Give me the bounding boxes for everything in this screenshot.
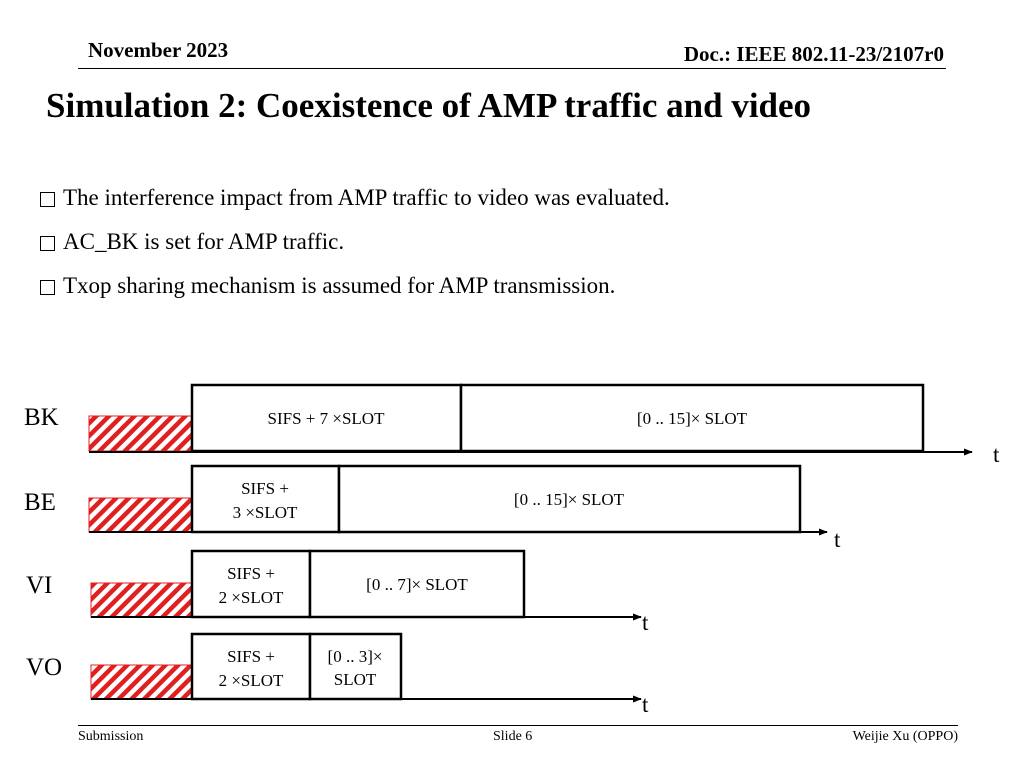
- vi-aifs-text-line1: SIFS +: [227, 564, 275, 583]
- bk-label: BK: [24, 404, 59, 431]
- vo-aifs-text-line2: 2 ×SLOT: [219, 671, 284, 690]
- header-divider: [78, 68, 946, 69]
- header-doc-id: Doc.: IEEE 802.11-23/2107r0: [683, 42, 944, 66]
- vo-axis-label: t: [642, 692, 649, 717]
- footer-slide-number: Slide 6: [493, 729, 533, 744]
- bk-backoff-text: [0 .. 15]× SLOT: [637, 409, 748, 428]
- vi-label: VI: [26, 572, 52, 599]
- checkbox-bullet-icon: [40, 235, 55, 251]
- bk-axis-label: t: [993, 442, 1000, 467]
- vo-row: VO SIFS + 2 ×SLOT [0 .. 3]× SLOT t: [26, 632, 649, 717]
- slide-title: Simulation 2: Coexistence of AMP traffic…: [46, 86, 812, 125]
- be-backoff-text: [0 .. 15]× SLOT: [514, 490, 625, 509]
- vo-aifs-text-line1: SIFS +: [227, 647, 275, 666]
- vo-backoff-text-line1: [0 .. 3]×: [328, 647, 383, 666]
- bullet-item: The interference impact from AMP traffic…: [40, 176, 670, 220]
- be-axis-label: t: [834, 527, 841, 552]
- vo-hatched-busy-block: [90, 664, 194, 700]
- bullet-text: Txop sharing mechanism is assumed for AM…: [63, 273, 616, 298]
- bk-aifs-text: SIFS + 7 ×SLOT: [268, 409, 386, 428]
- vi-row: VI SIFS + 2 ×SLOT [0 .. 7]× SLOT t: [26, 549, 649, 635]
- bk-aifs-box: [190, 383, 463, 453]
- be-backoff-box: [337, 464, 802, 534]
- vo-backoff-box: [308, 632, 403, 701]
- be-row: BE SIFS + 3 ×SLOT [0 .. 15]× SLOT t: [24, 464, 841, 552]
- footer-author: Weijie Xu (OPPO): [852, 729, 958, 744]
- bk-hatched-busy-block: [88, 415, 194, 452]
- be-aifs-text-line2: 3 ×SLOT: [233, 503, 298, 522]
- checkbox-bullet-icon: [40, 191, 55, 207]
- vi-aifs-box: [190, 549, 312, 619]
- header-date: November 2023: [88, 38, 229, 62]
- vi-hatched-busy-block: [90, 582, 194, 618]
- be-hatched-busy-block: [88, 497, 194, 533]
- bk-row: BK SIFS + 7 ×SLOT [0 .. 15]× SLOT t: [24, 383, 1000, 467]
- footer-divider: [78, 725, 958, 726]
- bullet-item: AC_BK is set for AMP traffic.: [40, 220, 670, 264]
- footer-submission: Submission: [78, 729, 144, 744]
- bullet-text: The interference impact from AMP traffic…: [63, 185, 670, 210]
- be-aifs-text-line1: SIFS +: [241, 479, 289, 498]
- vi-aifs-text-line2: 2 ×SLOT: [219, 588, 284, 607]
- vo-label: VO: [26, 654, 62, 681]
- vi-backoff-text: [0 .. 7]× SLOT: [366, 575, 468, 594]
- bullet-text: AC_BK is set for AMP traffic.: [63, 229, 345, 254]
- bullet-item: Txop sharing mechanism is assumed for AM…: [40, 264, 670, 308]
- vi-backoff-box: [308, 549, 526, 619]
- bk-backoff-box: [459, 383, 925, 453]
- vo-backoff-text-line2: SLOT: [334, 670, 377, 689]
- be-aifs-box: [190, 464, 341, 534]
- checkbox-bullet-icon: [40, 279, 55, 295]
- be-label: BE: [24, 489, 56, 516]
- bullet-list: The interference impact from AMP traffic…: [40, 176, 670, 308]
- vi-axis-label: t: [642, 610, 649, 635]
